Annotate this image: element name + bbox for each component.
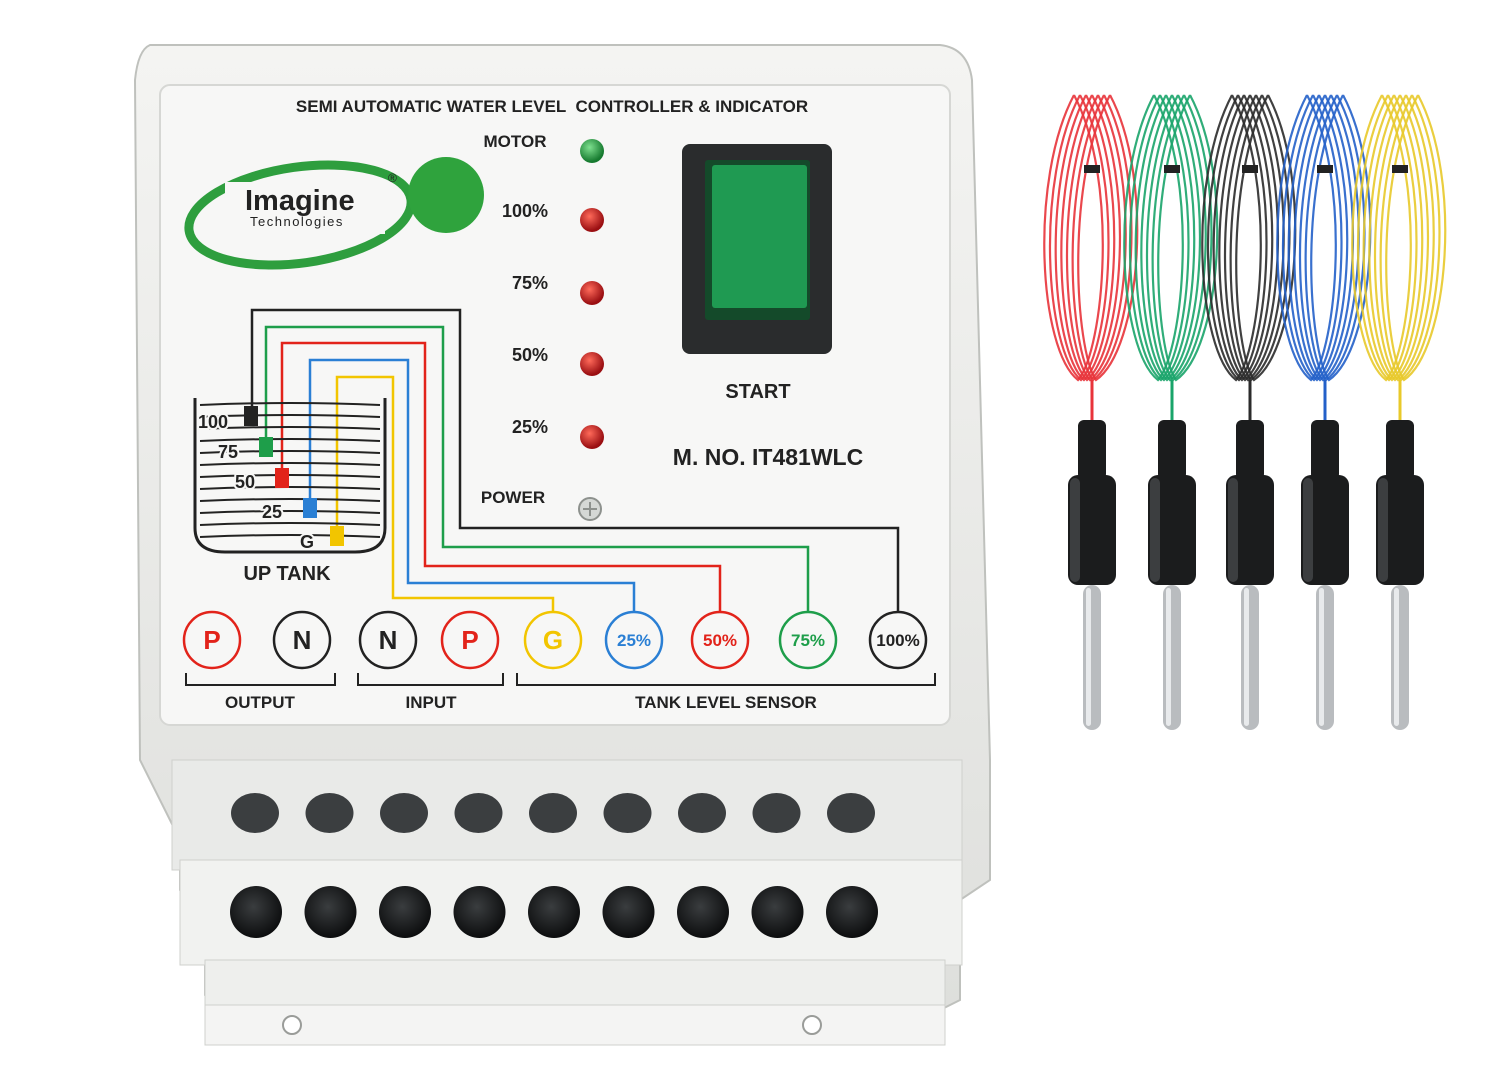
level-label-100: 100 [198,412,228,432]
start-button[interactable] [712,165,807,308]
brand-name: Imagine [245,185,355,217]
level-75-led [580,281,604,305]
indicator-label-power: POWER [481,488,545,507]
level-label-75: 75 [218,442,238,462]
group-label-output: OUTPUT [225,693,296,712]
probe-red [1043,94,1139,730]
terminal-5: G [523,610,583,670]
sensor-probes [1043,94,1447,730]
indicator-label-50: 50% [512,345,548,365]
indicator-label-100: 100% [502,201,548,221]
screw-hole-bottom[interactable] [677,886,729,938]
terminal-4: P [440,610,500,670]
screw-hole-bottom[interactable] [453,886,506,938]
group-brackets [185,673,936,686]
screw-hole-bottom[interactable] [379,886,431,938]
level-25-led [580,425,604,449]
probe-green [1123,94,1219,730]
terminal-label-7: 50% [703,631,737,650]
terminal-label-1: P [203,625,220,655]
registered-mark: ® [388,171,397,185]
terminal-label-2: N [293,625,312,655]
up-tank-diagram: 100 75 50 25 G UP TANK [193,398,387,585]
probe-yellow [1351,94,1447,730]
start-switch[interactable] [682,144,832,354]
controller-device: SEMI AUTOMATIC WATER LEVEL CONTROLLER & … [133,44,991,1046]
brand-tagline: Technologies [250,214,344,229]
level-label-50: 50 [235,472,255,492]
probe-pin [1241,585,1259,730]
probe-blue [1276,94,1372,730]
group-label-input: INPUT [406,693,458,712]
indicator-column: MOTOR 100% 75% 50% 25% POWER [481,132,604,521]
screw-hole-bottom[interactable] [751,886,804,938]
model-number: M. NO. IT481WLC [673,444,863,470]
group-label-tank-level-sensor: TANK LEVEL SENSOR [635,693,817,712]
screw-row-bottom [230,886,878,938]
brand-logo: Imagine ® Technologies [184,157,484,270]
level-100-led [580,208,604,232]
screw-hole-top[interactable] [454,793,503,833]
indicator-label-75: 75% [512,273,548,293]
probe-pin [1391,585,1409,730]
terminal-row: P N N P G 25% 50% 75% 100% [182,610,928,670]
level-label-25: 25 [262,502,282,522]
terminal-label-3: N [379,625,398,655]
tank-title: UP TANK [243,563,331,585]
probe-black [1201,94,1297,730]
screw-hole-top[interactable] [305,793,354,833]
indicator-label-25: 25% [512,417,548,437]
terminal-7: 50% [690,610,750,670]
sensor-100 [244,406,258,426]
sensor-g [330,526,344,546]
panel-title: SEMI AUTOMATIC WATER LEVEL CONTROLLER & … [296,97,808,116]
mounting-plate [204,959,946,1011]
terminal-label-8: 75% [791,631,825,650]
screw-row-top [231,793,875,833]
screw-hole-top[interactable] [678,793,726,833]
screw-hole-top[interactable] [827,793,875,833]
start-label: START [725,381,790,403]
wiring-diagram [250,308,900,612]
motor-led [580,139,604,163]
screw-hole-bottom[interactable] [826,886,878,938]
terminal-6: 25% [604,610,664,670]
probe-pin [1316,585,1334,730]
terminal-label-6: 25% [617,631,651,650]
terminal-label-5: G [543,625,563,655]
screw-hole-top[interactable] [603,793,652,833]
probe-pin [1163,585,1181,730]
level-50-led [580,352,604,376]
terminal-2: N [272,610,332,670]
screw-hole-top[interactable] [380,793,428,833]
screw-hole-top[interactable] [529,793,577,833]
sensor-75 [259,437,273,457]
terminal-9: 100% [868,610,928,670]
screw-hole-bottom[interactable] [602,886,655,938]
logo-dot [408,157,484,233]
screw-hole-top[interactable] [752,793,801,833]
screw-hole-bottom[interactable] [528,886,580,938]
sensor-50 [275,468,289,488]
sensor-25 [303,498,317,518]
indicator-label-motor: MOTOR [484,132,547,151]
probe-pin [1083,585,1101,730]
terminal-3: N [358,610,418,670]
screw-hole-bottom[interactable] [304,886,357,938]
terminal-label-9: 100% [876,631,919,650]
terminal-1: P [182,610,242,670]
terminal-label-4: P [461,625,478,655]
terminal-8: 75% [778,610,838,670]
screw-hole-top[interactable] [231,793,279,833]
level-label-g: G [300,532,314,552]
screw-hole-bottom[interactable] [230,886,282,938]
